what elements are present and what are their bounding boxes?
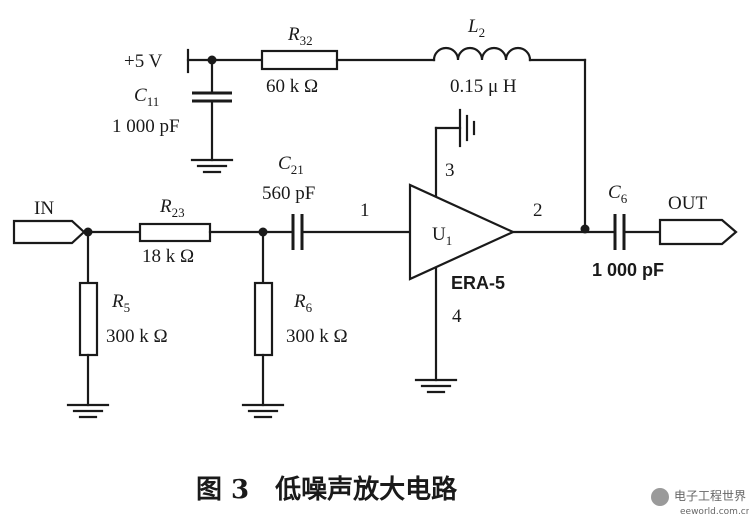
r6-value: 300 k Ω	[286, 326, 348, 347]
capacitor-c11: C11 1 000 pF	[112, 58, 232, 162]
r32-body	[260, 49, 339, 71]
r32-ref: R32	[287, 24, 313, 48]
supply-label: +5 V	[124, 51, 163, 72]
r5-value: 300 k Ω	[106, 326, 168, 347]
output-label: OUT	[668, 193, 707, 214]
r6-body	[253, 281, 274, 357]
output-port: OUT	[658, 193, 738, 246]
resistor-r23: R23 18 k Ω	[138, 196, 212, 267]
output-arrow	[658, 218, 738, 246]
r32-value: 60 k Ω	[266, 76, 318, 97]
r6-ref: R6	[293, 291, 313, 315]
input-arrow	[12, 219, 86, 245]
ground-r5	[66, 403, 110, 419]
amplifier-u1: U1 ERA-5	[408, 183, 516, 293]
watermark-url: eeworld.com.cn	[680, 507, 749, 517]
ground-r6	[241, 403, 285, 419]
l2-coil	[432, 46, 532, 62]
u1-ref: U1	[432, 224, 452, 248]
pin-1-label: 1	[360, 200, 370, 221]
inductor-l2: L2 0.15 μ H	[432, 16, 532, 97]
r23-body	[138, 222, 212, 243]
resistor-r32: R32 60 k Ω	[260, 24, 339, 97]
ground-c11	[190, 158, 234, 174]
r23-value: 18 k Ω	[142, 246, 194, 267]
u1-part: ERA-5	[451, 273, 505, 293]
eeworld-logo-icon	[651, 488, 669, 506]
c21-value: 560 pF	[262, 183, 315, 204]
resistor-r5: R5 300 k Ω	[78, 281, 168, 357]
l2-ref: L2	[467, 16, 485, 40]
pin-3-label: 3	[445, 160, 455, 181]
c6-ref: C6	[608, 182, 628, 206]
resistor-r6: R6 300 k Ω	[253, 281, 348, 357]
pin-4-label: 4	[452, 306, 462, 327]
watermark-logo: 电子工程世界 eeworld.com.cn	[651, 488, 749, 517]
figure-caption: 图 3 低噪声放大电路	[196, 474, 458, 505]
input-label: IN	[34, 198, 54, 219]
r5-ref: R5	[111, 291, 130, 315]
u1-triangle	[408, 183, 516, 281]
r5-body	[78, 281, 99, 357]
ground-pin3	[458, 108, 476, 148]
c21-ref: C21	[278, 153, 304, 177]
r23-ref: R23	[159, 196, 185, 220]
capacitor-c6: C6 1 000 pF	[592, 182, 664, 280]
capacitor-c21: C21 560 pF	[262, 153, 315, 250]
input-port: IN	[12, 198, 86, 245]
c11-ref: C11	[134, 85, 159, 109]
node-out	[580, 224, 590, 234]
watermark-title: 电子工程世界	[674, 488, 746, 503]
l2-value: 0.15 μ H	[450, 76, 517, 97]
c6-value: 1 000 pF	[592, 260, 664, 280]
ground-pin4	[414, 378, 458, 394]
pin-2-label: 2	[533, 200, 543, 221]
c11-value: 1 000 pF	[112, 116, 180, 137]
supply-rail: +5 V	[124, 48, 264, 74]
